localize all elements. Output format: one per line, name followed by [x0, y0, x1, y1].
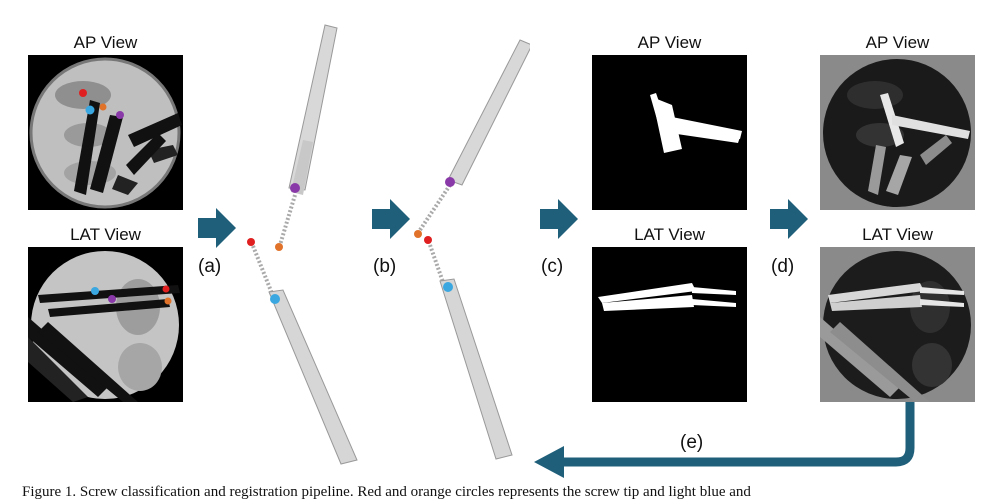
col1-ap-xray-image — [28, 55, 183, 210]
col3-lower-tip-red-marker — [424, 236, 432, 244]
step-label-c: (c) — [541, 256, 564, 277]
arrow-b-icon — [372, 199, 410, 239]
arrow-c-icon — [540, 199, 578, 239]
step-label-b: (b) — [373, 256, 397, 277]
col1-lat-xray-image — [28, 247, 183, 402]
col2-upper-head-purple-marker — [290, 183, 300, 193]
col4-lat-mask-image — [592, 247, 747, 402]
feedback-arrow-e-icon — [534, 402, 915, 478]
col1-ap-title: AP View — [73, 33, 138, 52]
figure-caption: Figure 1. Screw classification and regis… — [22, 484, 751, 500]
col1-ap-tip-orange-marker — [99, 103, 107, 111]
arrow-a-icon — [198, 208, 236, 248]
col5-lat-drr-image — [820, 247, 975, 402]
step-label-e: (e) — [680, 432, 704, 453]
col2-screw-models — [247, 24, 358, 465]
col1-ap-head-purple-marker — [116, 111, 124, 119]
col1-lat-head-blue-marker — [91, 287, 99, 295]
col3-lower-head-blue-marker — [443, 282, 453, 292]
col5-ap-drr-image — [820, 55, 975, 210]
step-label-d: (d) — [771, 256, 795, 277]
col1-lat-tip-red-marker — [162, 285, 170, 293]
col5-ap-title: AP View — [865, 33, 930, 52]
col5-lat-title: LAT View — [862, 225, 933, 244]
col1-ap-head-blue-marker — [85, 105, 95, 115]
col1-lat-head-purple-marker — [108, 295, 116, 303]
col3-upper-head-purple-marker — [445, 177, 455, 187]
col4-lat-title: LAT View — [634, 225, 705, 244]
col1-ap-tip-red-marker — [79, 89, 87, 97]
col3-screw-models — [414, 39, 530, 460]
step-label-a: (a) — [198, 256, 222, 277]
col1-lat-tip-orange-marker — [164, 297, 172, 305]
col3-upper-tip-orange-marker — [414, 230, 422, 238]
col2-lower-tip-red-marker — [247, 238, 255, 246]
arrow-d-icon — [770, 199, 808, 239]
col2-lower-head-blue-marker — [270, 294, 280, 304]
col4-ap-mask-image — [592, 55, 747, 210]
col4-ap-title: AP View — [637, 33, 702, 52]
col1-lat-title: LAT View — [70, 225, 141, 244]
col2-upper-tip-orange-marker — [275, 243, 283, 251]
